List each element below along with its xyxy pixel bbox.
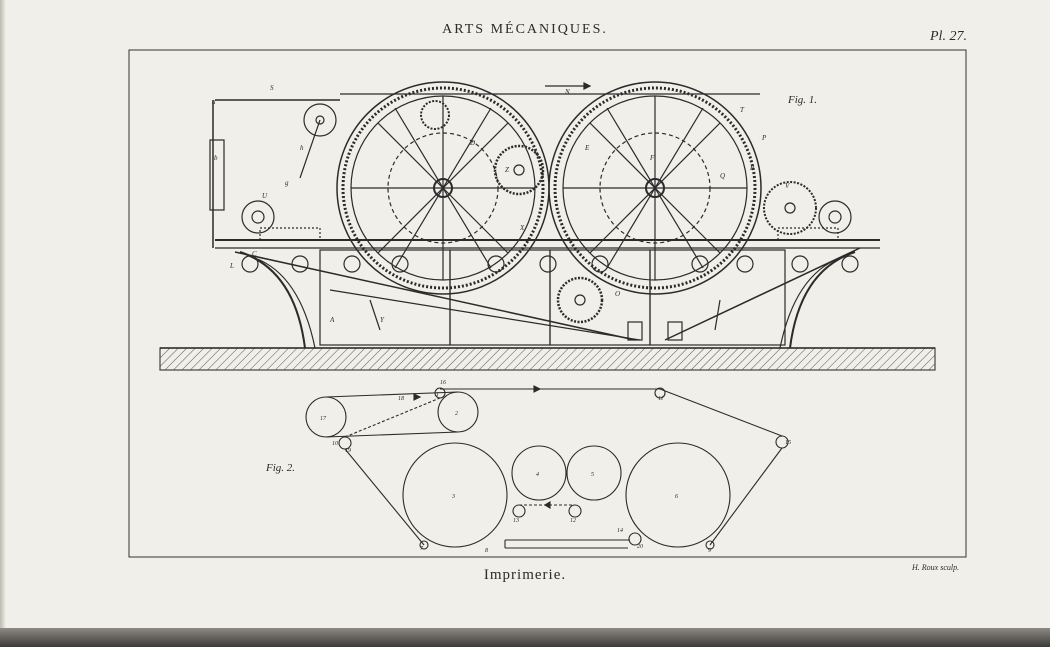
fig1-printing-machine (159, 81, 936, 371)
fig1-reference-letter: P (761, 134, 767, 142)
cylinder-3 (402, 442, 508, 548)
roller-2 (437, 391, 479, 433)
fig2-roller-number: 3 (451, 494, 455, 500)
fig2-roller-number: 2 (455, 411, 458, 417)
large-gear-right (548, 81, 762, 295)
fig2-roller-number: 6 (675, 494, 678, 500)
engraver-signature: H. Roux sculp. (912, 563, 960, 572)
fig2-roller-number: 20 (637, 544, 643, 550)
fig1-reference-letter: Y (380, 316, 385, 324)
fig1-reference-letter: U (262, 192, 268, 200)
fig2-roller-number: 5 (591, 472, 594, 478)
pinion-center (493, 144, 545, 196)
fig1-reference-letter: T (740, 106, 745, 114)
fig2-roller-number: 17 (320, 416, 327, 422)
fig1-reference-letter: V (785, 182, 790, 190)
page-binding-edge (0, 0, 6, 647)
fig1-reference-letter: Z (505, 166, 509, 174)
plate-number: Pl. 27. (930, 29, 967, 44)
fig1-reference-letter: F (649, 154, 655, 162)
fig1-reference-letter: D (469, 139, 475, 147)
fig2-roller-number: 12 (570, 518, 576, 524)
fig1-reference-letter: S (270, 84, 274, 92)
fig2-paper-path-diagram (305, 385, 789, 550)
fig1-reference-letter: R (749, 164, 755, 172)
fig2-roller-number: 18 (398, 396, 404, 402)
page-bottom-edge (0, 628, 1050, 647)
fig2-roller-number: 16 (440, 380, 446, 386)
fig2-roller-number: 4 (536, 471, 539, 478)
fig1-reference-letter: X (519, 224, 525, 232)
fig1-reference-letter: b (214, 154, 218, 162)
fig1-reference-letter: E (584, 144, 590, 152)
fig2-roller-number: 7 (420, 546, 424, 552)
cylinder-5 (566, 445, 622, 501)
fig2-roller-number: 1 (436, 392, 439, 398)
fig2-roller-number: 14 (617, 527, 623, 534)
fig2-label: Fig. 2. (266, 462, 296, 474)
fig2-roller-number: 9 (708, 548, 711, 554)
fig2-roller-number: 13 (513, 518, 519, 524)
fig1-reference-letter: h (300, 144, 304, 152)
fig2-roller-number: 11 (658, 396, 664, 402)
end-roller-right (818, 200, 852, 234)
fig1-reference-letter: N (564, 88, 570, 96)
fig2-roller-number: 15 (785, 440, 791, 446)
gear-v (763, 181, 817, 235)
cylinder-6 (625, 442, 731, 548)
fig2-roller-number: 10 (332, 441, 338, 447)
fig2-roller-number: 19 (345, 448, 351, 454)
fig1-reference-letter: a (212, 98, 216, 106)
end-roller-left (241, 200, 275, 234)
plate-header-title: ARTS MÉCANIQUES. (442, 22, 608, 37)
fig1-reference-letter: L (229, 262, 234, 270)
fig1-reference-letter: g (285, 179, 289, 187)
plate-caption: Imprimerie. (483, 567, 567, 583)
cylinder-4 (511, 445, 567, 501)
fig1-reference-letter: Q (720, 172, 725, 180)
floor-hatching (159, 347, 936, 371)
roller-17 (305, 396, 347, 438)
large-gear-left (336, 81, 550, 295)
handwheel (303, 103, 337, 137)
pinion-lower (556, 276, 604, 324)
fig1-label: Fig. 1. (788, 94, 818, 106)
counterweight (209, 139, 225, 211)
fig2-roller-number: 8 (485, 548, 488, 554)
fig1-reference-letter: O (615, 290, 620, 298)
fig1-reference-letter: A (329, 316, 335, 324)
fig1-reference-letter: C (252, 250, 257, 258)
pinion-top (420, 100, 450, 130)
plate-frame (128, 49, 967, 558)
